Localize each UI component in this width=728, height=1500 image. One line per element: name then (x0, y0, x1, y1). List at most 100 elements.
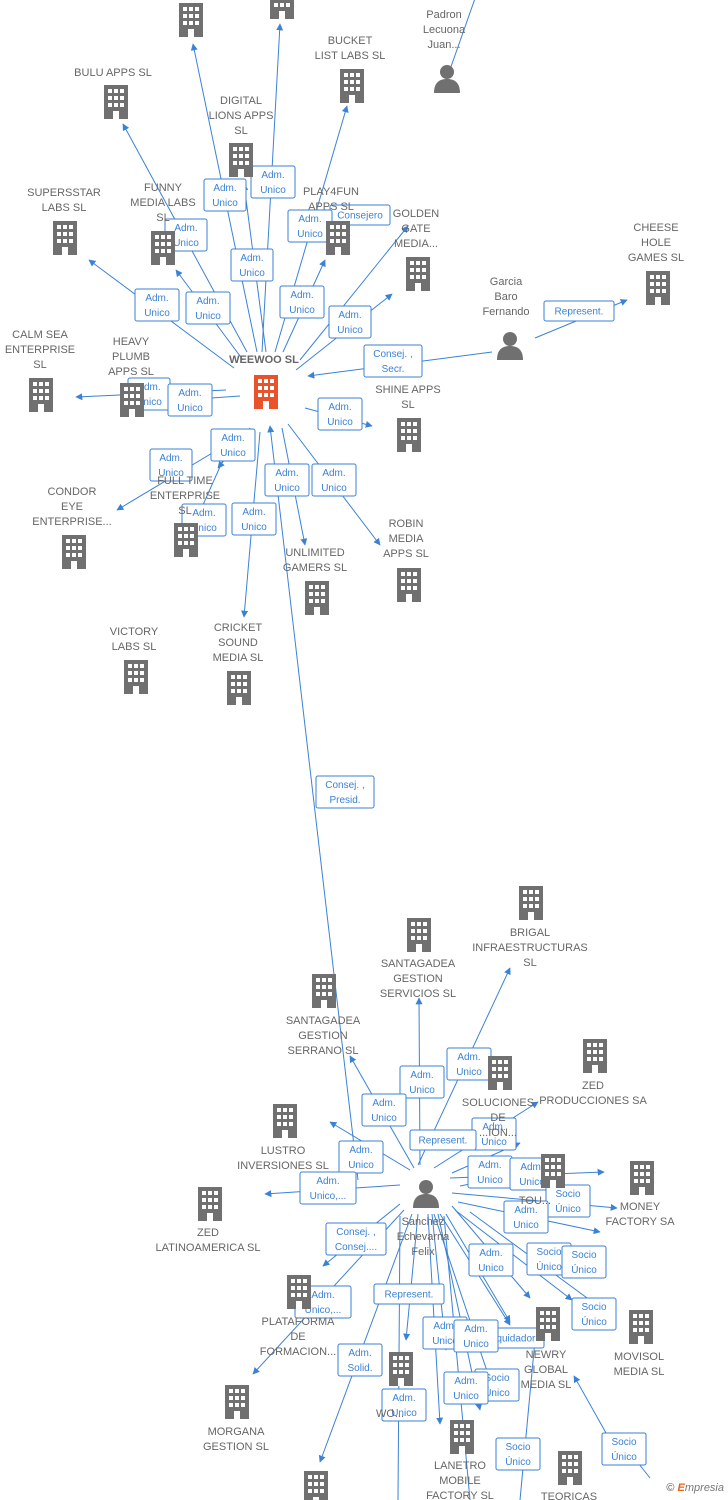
relation-label[interactable]: Adm.Unico (264, 463, 310, 497)
relation-label-text: Único (505, 1455, 531, 1468)
company-name: ENTERPRISE (5, 344, 75, 356)
relation-label[interactable]: Adm.Unico (250, 165, 296, 199)
relation-label[interactable]: Adm.Unico (210, 428, 256, 462)
building-icon (270, 0, 294, 19)
company-node-tou[interactable]: TOU... (519, 1154, 565, 1207)
relation-label[interactable]: Adm.Unico (361, 1093, 407, 1127)
relation-label[interactable]: Adm.Unico (149, 448, 193, 482)
company-node-teoricas[interactable]: TEORICAS (541, 1451, 597, 1500)
person-node-padron[interactable]: PadronLecuonaJuan... (423, 9, 466, 93)
company-node-soluciones[interactable]: SOLUCIONESDE...ION... (462, 1056, 534, 1139)
relation-label-text: Unico (289, 305, 315, 316)
relation-label[interactable]: Represent. (543, 300, 615, 322)
relation-label[interactable]: Adm.Unico (468, 1243, 514, 1277)
main-company-node[interactable]: WEEWOO SL (229, 354, 299, 409)
company-name: FORMACION... (260, 1346, 336, 1358)
company-node-c_top1[interactable] (179, 3, 203, 37)
company-name: SL (234, 125, 247, 137)
relation-label[interactable]: Adm.Unico (311, 463, 357, 497)
relation-label[interactable]: Adm.Unico (317, 397, 363, 431)
building-icon (519, 886, 543, 920)
relation-label-text: Socio (611, 1437, 636, 1448)
relation-label[interactable]: Adm.Unico (164, 218, 208, 252)
relation-label[interactable]: Adm.Unico (167, 383, 213, 417)
relation-label[interactable]: Represent. (373, 1283, 445, 1305)
relation-label[interactable]: Adm.Unico (399, 1065, 445, 1099)
company-node-condor[interactable]: CONDOREYEENTERPRISE... (32, 486, 112, 569)
relation-label[interactable]: Adm.Unico (287, 209, 333, 243)
relation-label[interactable]: Adm.Solid. (337, 1343, 383, 1377)
building-icon (120, 383, 144, 417)
relation-label-text: Unico (144, 308, 170, 319)
relation-edge (443, 1215, 471, 1500)
relation-label[interactable]: Consej. ,Consej.... (325, 1222, 387, 1256)
company-node-bulu[interactable]: BULU APPS SL (74, 67, 152, 119)
relation-label[interactable]: Adm.Unico (279, 285, 325, 319)
relation-label-text: Adm. (221, 433, 244, 444)
relation-label[interactable]: Represent. (409, 1129, 477, 1151)
relation-label[interactable]: Adm.Unico (471, 1117, 517, 1151)
relation-label[interactable]: Adm.Unico (185, 291, 231, 325)
company-node-c_bottom[interactable] (304, 1471, 328, 1500)
relation-label[interactable]: Adm.Unico (453, 1319, 499, 1353)
relation-label[interactable]: Adm.Unico (467, 1155, 513, 1189)
relation-label[interactable]: Adm.Unico (230, 248, 274, 282)
company-node-c_top2[interactable] (270, 0, 294, 19)
relation-label[interactable]: Adm.Unico (381, 1388, 427, 1422)
relation-label[interactable]: Adm.Unico (203, 178, 247, 212)
relation-label-text: Represent. (419, 1136, 468, 1147)
relation-label-text: Socio (484, 1373, 509, 1384)
relation-label[interactable]: Adm.Unico (328, 305, 372, 339)
company-node-golden[interactable]: GOLDENGATEMEDIA... (393, 208, 440, 291)
relation-label[interactable]: Adm.Unico,... (299, 1171, 357, 1205)
relation-label[interactable]: Consej. ,Presid. (315, 775, 375, 809)
relation-label-text: Consejero (337, 211, 383, 222)
company-name: CRICKET (214, 622, 263, 634)
company-name: SL (523, 957, 536, 969)
relation-label[interactable]: Adm.Unico (134, 288, 180, 322)
relation-label[interactable]: Adm.Unico (231, 502, 277, 536)
relation-label[interactable]: Adm.Unico (338, 1140, 384, 1174)
company-node-plataforma[interactable]: PLATAFORMADEFORMACION... (260, 1275, 336, 1358)
relation-label[interactable]: Adm.Unico (503, 1200, 549, 1234)
relation-edge (573, 1375, 611, 1441)
relation-label[interactable]: Adm.Unico (443, 1371, 489, 1405)
relation-label[interactable]: Consej. ,Secr. (363, 344, 423, 378)
company-node-wo[interactable]: WO... (376, 1352, 413, 1420)
relation-label-text: Adm. (514, 1205, 537, 1216)
relation-label[interactable]: Adm.Unico (446, 1047, 492, 1081)
